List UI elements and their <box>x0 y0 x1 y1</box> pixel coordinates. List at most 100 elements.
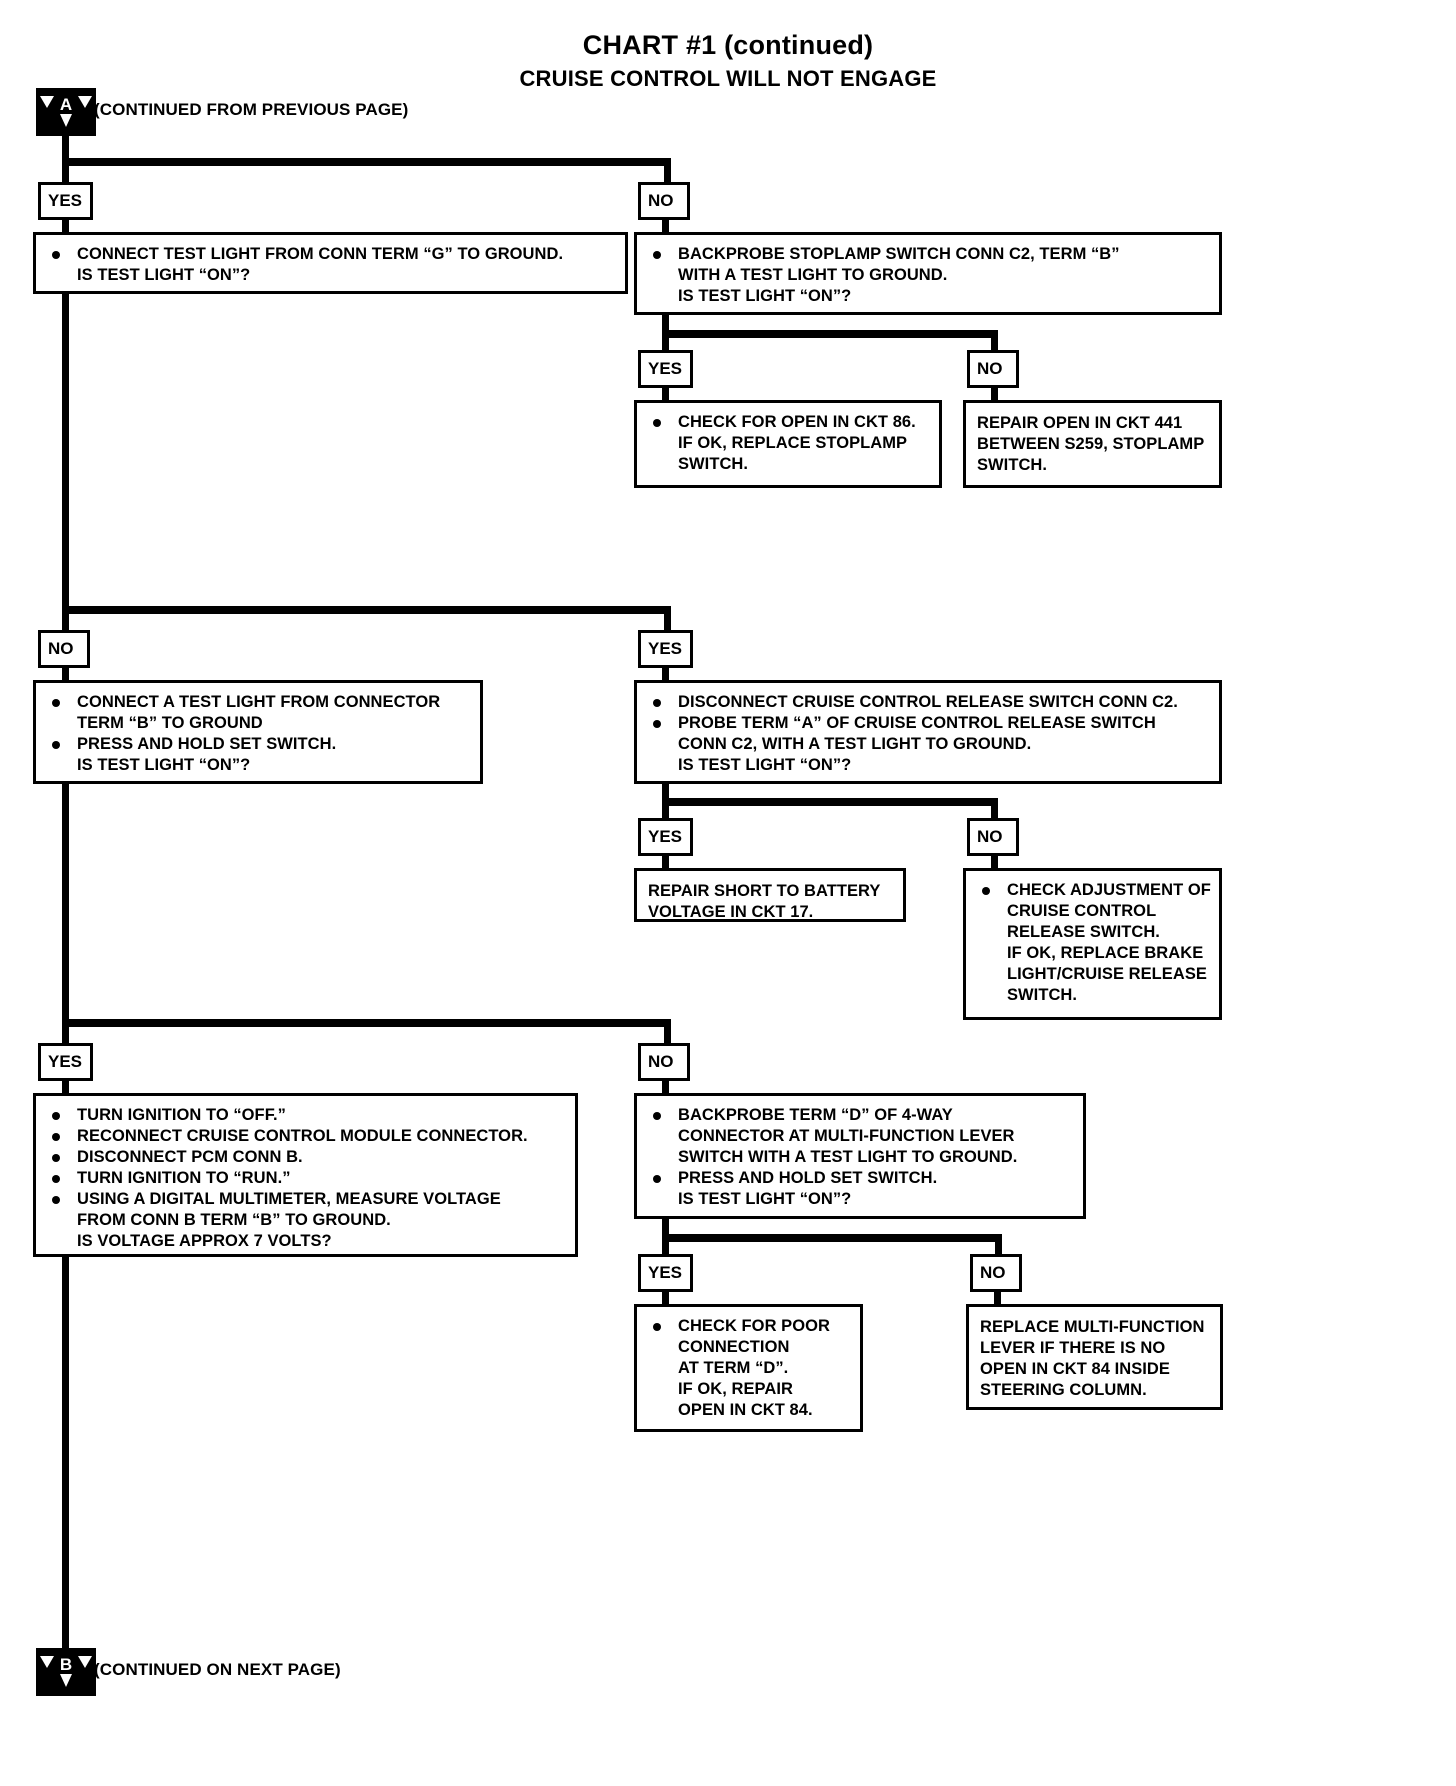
box-text-line: REPAIR SHORT TO BATTERY <box>648 882 881 900</box>
line-yes5-down <box>62 1019 69 1051</box>
box-list: TURN IGNITION TO “OFF.” RECONNECT CRUISE… <box>46 1105 567 1252</box>
list-item: BACKPROBE STOPLAMP SWITCH CONN C2, TERM … <box>647 244 1211 265</box>
tag-yes-2: YES <box>638 350 693 388</box>
box-list: CONNECT A TEST LIGHT FROM CONNECTOR TERM… <box>46 692 472 776</box>
list-item: DISCONNECT PCM CONN B. <box>46 1147 567 1168</box>
triangle-notch <box>60 114 72 127</box>
triangle-wing-left <box>40 1656 54 1668</box>
line-left-trunk-3 <box>62 1257 69 1657</box>
box-text-line: OPEN IN CKT 84 INSIDE <box>980 1360 1170 1378</box>
line-left-trunk-2 <box>62 784 69 1027</box>
continued-from-previous-label: (CONTINUED FROM PREVIOUS PAGE) <box>94 100 409 119</box>
box-measure-voltage-pcm: TURN IGNITION TO “OFF.” RECONNECT CRUISE… <box>33 1093 578 1257</box>
tag-no-4: NO <box>967 818 1019 856</box>
line-b6-right-down <box>991 798 998 826</box>
list-item: LIGHT/CRUISE RELEASE <box>1007 965 1207 983</box>
list-item: RELEASE SWITCH. <box>1007 923 1160 941</box>
box-text-line: BETWEEN S259, STOPLAMP <box>977 435 1205 453</box>
box-check-poor-connection: CHECK FOR POOR CONNECTION AT TERM “D”. I… <box>634 1304 863 1432</box>
box-list: CONNECT TEST LIGHT FROM CONN TERM “G” TO… <box>46 244 617 286</box>
line-no1-down <box>664 158 671 190</box>
list-item: CONNECTOR AT MULTI-FUNCTION LEVER <box>678 1127 1015 1145</box>
box-text-line: SWITCH. <box>977 456 1048 474</box>
list-item: AT TERM “D”. <box>678 1359 789 1377</box>
list-item: SWITCH WITH A TEST LIGHT TO GROUND. <box>678 1148 1018 1166</box>
line-b2-split <box>662 330 998 338</box>
line-split-1 <box>62 158 671 166</box>
tag-no-1: NO <box>638 182 690 220</box>
line-b10-split <box>662 1234 1002 1242</box>
tag-yes-6: YES <box>638 1254 693 1292</box>
list-item: TERM “B” TO GROUND <box>77 714 263 732</box>
box-connect-test-light-g: CONNECT TEST LIGHT FROM CONN TERM “G” TO… <box>33 232 628 294</box>
list-item: CHECK FOR POOR <box>647 1316 852 1337</box>
line-no5-down <box>664 1019 671 1051</box>
list-item: PRESS AND HOLD SET SWITCH. <box>647 1168 1075 1189</box>
list-item: USING A DIGITAL MULTIMETER, MEASURE VOLT… <box>46 1189 567 1210</box>
tag-yes-4: YES <box>638 818 693 856</box>
line-no6-to-box <box>994 1290 1001 1308</box>
line-no2-to-box <box>991 386 998 404</box>
box-list: CHECK FOR OPEN IN CKT 86. IF OK, REPLACE… <box>647 412 931 475</box>
line-b10-left-down <box>662 1234 669 1262</box>
line-yes4-to-box <box>662 854 669 872</box>
box-connect-test-light-b: CONNECT A TEST LIGHT FROM CONNECTOR TERM… <box>33 680 483 784</box>
connector-marker-a: A <box>36 88 96 136</box>
box-backprobe-term-d: BACKPROBE TERM “D” OF 4-WAY CONNECTOR AT… <box>634 1093 1086 1219</box>
list-item: TURN IGNITION TO “OFF.” <box>46 1105 567 1126</box>
line-b10-down <box>662 1219 669 1241</box>
box-list: BACKPROBE STOPLAMP SWITCH CONN C2, TERM … <box>647 244 1211 307</box>
tag-no-2: NO <box>967 350 1019 388</box>
list-item: WITH A TEST LIGHT TO GROUND. <box>678 266 948 284</box>
box-text-line: STEERING COLUMN. <box>980 1381 1147 1399</box>
box-list: CHECK FOR POOR CONNECTION AT TERM “D”. I… <box>647 1316 852 1421</box>
line-b2-left-down <box>662 330 669 358</box>
triangle-notch <box>60 1674 72 1687</box>
box-repair-short-battery: REPAIR SHORT TO BATTERY VOLTAGE IN CKT 1… <box>634 868 906 922</box>
line-split-3 <box>62 1019 671 1027</box>
list-item: CRUISE CONTROL <box>1007 902 1157 920</box>
list-item: IS TEST LIGHT “ON”? <box>77 266 251 284</box>
box-text-line: LEVER IF THERE IS NO <box>980 1339 1166 1357</box>
box-text-line: REPLACE MULTI-FUNCTION <box>980 1318 1205 1336</box>
list-item: CONN C2, WITH A TEST LIGHT TO GROUND. <box>678 735 1032 753</box>
box-backprobe-stoplamp: BACKPROBE STOPLAMP SWITCH CONN C2, TERM … <box>634 232 1222 315</box>
connector-letter-a: A <box>59 95 73 114</box>
box-disconnect-release-switch: DISCONNECT CRUISE CONTROL RELEASE SWITCH… <box>634 680 1222 784</box>
line-yes3-to-box <box>662 666 669 684</box>
list-item: FROM CONN B TERM “B” TO GROUND. <box>77 1211 391 1229</box>
line-yes1-to-box <box>62 218 69 236</box>
list-item: IF OK, REPAIR <box>678 1380 793 1398</box>
triangle-wing-right <box>78 96 92 108</box>
list-item: CHECK ADJUSTMENT OF <box>976 880 1211 901</box>
line-b6-down <box>662 784 669 806</box>
triangle-wing-right <box>78 1656 92 1668</box>
list-item: PROBE TERM “A” OF CRUISE CONTROL RELEASE… <box>647 713 1211 734</box>
box-check-open-ckt86: CHECK FOR OPEN IN CKT 86. IF OK, REPLACE… <box>634 400 942 488</box>
tag-yes-1: YES <box>38 182 93 220</box>
line-no4-to-box <box>991 854 998 872</box>
list-item: OPEN IN CKT 84. <box>678 1401 813 1419</box>
page-title: CHART #1 (continued) <box>582 30 874 60</box>
line-no1-to-box <box>662 218 669 236</box>
list-item: IS VOLTAGE APPROX 7 VOLTS? <box>77 1232 332 1250</box>
list-item: CONNECTION <box>678 1338 790 1356</box>
box-text-line: VOLTAGE IN CKT 17. <box>648 903 814 921</box>
list-item: PRESS AND HOLD SET SWITCH. <box>46 734 472 755</box>
list-item: TURN IGNITION TO “RUN.” <box>46 1168 567 1189</box>
list-item: IS TEST LIGHT “ON”? <box>678 756 852 774</box>
list-item: CONNECT TEST LIGHT FROM CONN TERM “G” TO… <box>46 244 617 265</box>
list-item: SWITCH. <box>678 455 749 473</box>
list-item: CHECK FOR OPEN IN CKT 86. <box>647 412 931 433</box>
list-item: IS TEST LIGHT “ON”? <box>678 287 852 305</box>
tag-no-3: NO <box>38 630 90 668</box>
line-a-down <box>62 134 69 162</box>
list-item: IS TEST LIGHT “ON”? <box>77 756 251 774</box>
triangle-wing-left <box>40 96 54 108</box>
list-item: DISCONNECT CRUISE CONTROL RELEASE SWITCH… <box>647 692 1211 713</box>
list-item: IF OK, REPLACE BRAKE <box>1007 944 1204 962</box>
box-repair-open-ckt441: REPAIR OPEN IN CKT 441 BETWEEN S259, STO… <box>963 400 1222 488</box>
line-b6-left-down <box>662 798 669 826</box>
page-subtitle: CRUISE CONTROL WILL NOT ENGAGE <box>519 66 937 91</box>
line-no3-to-box <box>62 666 69 684</box>
